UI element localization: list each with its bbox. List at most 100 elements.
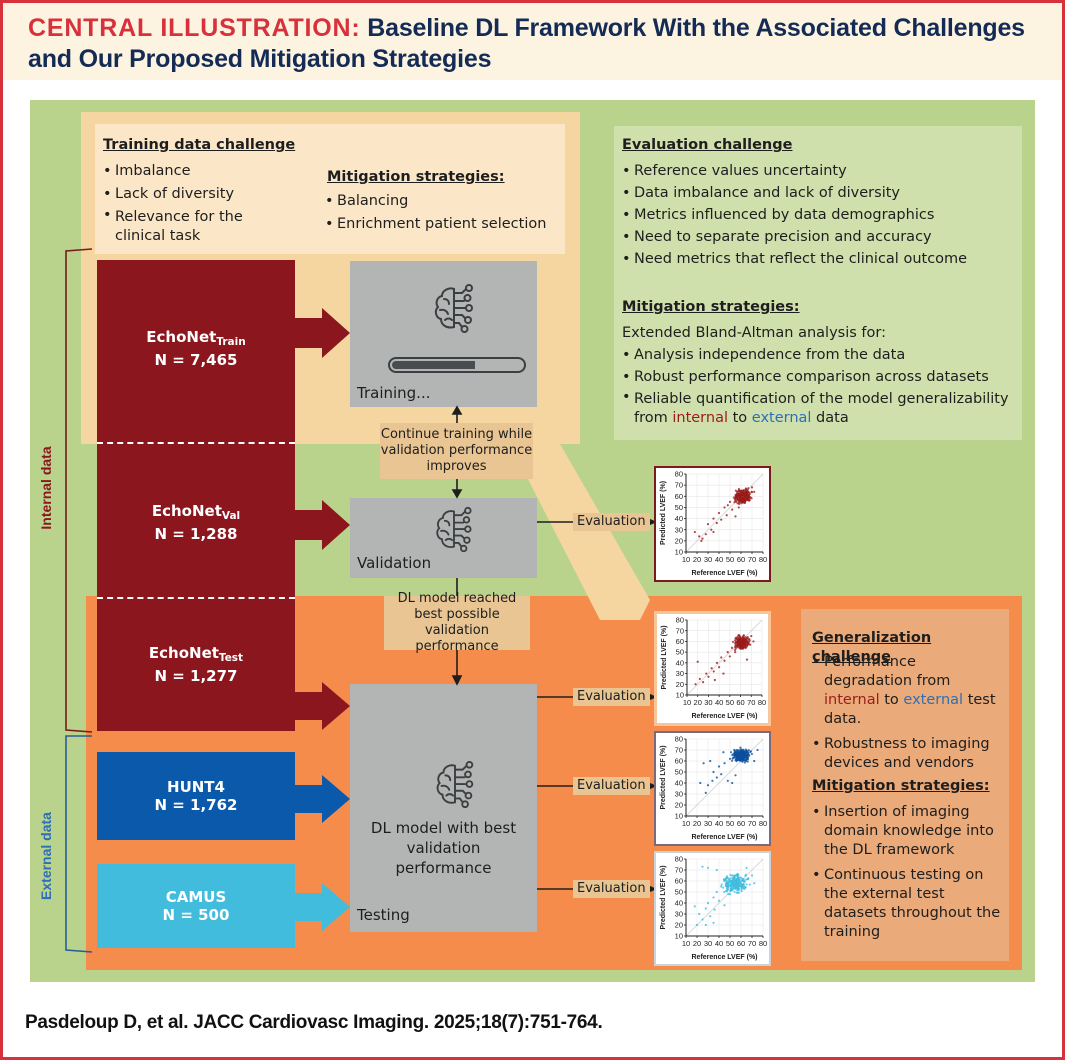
data-point [720,773,723,776]
header-banner: CENTRAL ILLUSTRATION: Baseline DL Framew… [3,3,1062,80]
evaluation-mitigation-intro: Extended Bland-Altman analysis for: [622,325,886,341]
data-point [734,641,737,644]
data-point [713,678,716,682]
generalization-challenge-item: Robustness to imaging devices and vendor… [812,735,1002,773]
data-point [740,889,743,893]
data-point [728,757,732,760]
generalization-text: Performance degradation from [824,654,951,689]
data-point [733,755,736,759]
data-point [728,878,731,881]
data-point [736,883,739,886]
y-tick-label: 30 [676,669,684,678]
data-point [739,759,742,763]
external-bracket [65,735,93,953]
citation: Pasdeloup D, et al. JACC Cardiovasc Imag… [25,1012,603,1033]
y-tick-label: 70 [675,746,683,755]
x-axis-label: Reference LVEF (%) [692,954,758,961]
data-point [727,888,730,891]
x-tick-label: 30 [704,555,712,564]
arrow-down-icon [451,489,463,499]
data-point [698,535,701,538]
data-point [747,640,751,643]
data-point [738,489,741,492]
data-point [712,921,715,924]
dataset-count: N = 7,465 [154,350,238,369]
data-point [739,876,742,879]
x-tick-label: 50 [726,555,734,564]
data-point [740,888,743,891]
y-tick-label: 70 [676,626,684,635]
data-point [746,877,750,881]
data-point [701,537,704,540]
data-point [706,901,710,905]
y-tick-label: 60 [675,877,683,886]
arrow-hunt4-icon [295,775,350,823]
data-point [740,756,744,759]
data-point [729,873,732,877]
external-word: external [751,410,812,426]
y-tick-label: 80 [675,470,683,479]
y-tick-label: 10 [675,812,683,821]
data-point [712,517,715,520]
data-point [736,886,739,889]
data-point [715,890,718,894]
x-tick-label: 60 [737,555,745,564]
x-tick-label: 80 [759,939,767,948]
x-tick-label: 50 [726,939,734,948]
dataset-count: N = 1,288 [154,524,238,543]
dataset-name: EchoNetTrain [146,328,245,351]
data-point [731,874,734,877]
evaluation-challenge-item: Data imbalance and lack of diversity [622,182,1022,204]
evaluation-tag: Evaluation [573,777,650,795]
dataset-name-text: EchoNet [148,643,219,662]
data-point [726,504,729,507]
x-tick-label: 20 [694,698,702,707]
x-tick-label: 60 [737,939,745,948]
evaluation-mitigation-heading: Mitigation strategies: [622,299,800,315]
data-point [734,495,737,498]
x-tick-label: 80 [759,819,767,828]
dataset-camus: CAMUS N = 500 [97,864,295,948]
y-axis-label: Predicted LVEF (%) [660,745,667,809]
x-tick-label: 50 [726,819,734,828]
data-point [726,779,729,782]
data-point [709,915,712,918]
data-point [725,889,728,893]
y-tick-label: 50 [675,768,683,777]
y-tick-label: 30 [675,910,683,919]
data-point [722,751,725,754]
data-point [756,748,759,752]
data-point [704,791,707,794]
data-point [700,539,703,542]
x-tick-label: 70 [748,939,756,948]
data-point [734,774,737,777]
data-point [730,759,734,762]
dataset-echonet-test: EchoNetTest N = 1,277 [97,634,295,694]
data-point [729,751,733,754]
x-tick-label: 70 [748,555,756,564]
data-point [736,757,739,760]
data-point [715,868,718,872]
y-tick-label: 30 [675,525,683,534]
data-point [734,884,737,888]
data-point [696,660,699,663]
validation-process-box: Validation [350,498,537,578]
dataset-count: N = 500 [162,906,230,924]
generalization-challenge-item: Performance degradation from internal to… [812,653,1002,729]
data-point [712,670,715,673]
brain-circuit-icon [436,760,474,809]
data-point [748,883,751,886]
data-point [720,883,723,886]
data-point [740,490,743,493]
x-tick-label: 60 [737,819,745,828]
data-brackets [65,248,93,953]
x-tick-label: 80 [759,555,767,564]
data-point [701,681,705,684]
testing-label: Testing [357,906,410,924]
data-point [737,879,741,882]
data-point [747,642,750,646]
